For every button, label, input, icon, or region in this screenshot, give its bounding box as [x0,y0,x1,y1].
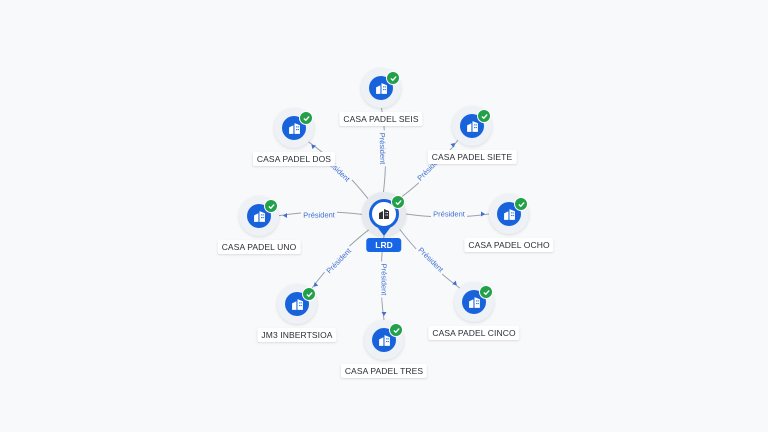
edge-label-background [379,261,389,298]
edge-arrow-icon [381,312,387,316]
company-node-label: CASA PADEL SIETE [427,150,517,164]
edge-label-background [300,209,338,221]
company-node-label: CASA PADEL DOS [252,152,336,166]
edge-label: Président [380,264,389,297]
edge-arrow-icon [452,280,457,286]
edge-label-background [431,209,467,219]
company-node-label: JM3 INBERTSIOA [257,328,337,342]
company-node-label: CASA PADEL CINCO [428,326,520,340]
edge-label-background [322,244,355,278]
verified-check-icon [514,197,528,211]
edge-arrow-icon [450,142,456,148]
edge-label: Président [303,210,336,220]
edge-label-background [377,130,388,167]
edge-label: Président [416,245,446,274]
edge-label: Président [325,246,354,276]
edge-arrow-icon [313,282,319,287]
verified-check-icon [477,109,491,123]
edge-label: Président [433,210,466,219]
verified-check-icon [479,285,493,299]
company-node-label: CASA PADEL TRES [340,364,428,378]
edge-arrow-icon [282,213,288,219]
company-node-label: CASA PADEL OCHO [464,238,554,252]
company-building-icon [462,290,486,314]
company-node-label: CASA PADEL SEIS [339,112,423,126]
edge-label-background [414,243,448,276]
pin-pointer-icon [378,228,390,236]
edge-arrow-icon [481,211,485,217]
verified-check-icon [389,323,403,337]
verified-check-icon [302,287,316,301]
edge-arrow-icon [311,144,316,150]
verified-check-icon [391,195,405,209]
company-node-label: CASA PADEL UNO [217,240,301,254]
edge-label: Président [378,133,388,166]
company-building-icon [460,114,484,138]
verified-check-icon [299,111,313,125]
verified-check-icon [264,199,278,213]
center-node-label: LRD [366,238,402,252]
verified-check-icon [386,71,400,85]
